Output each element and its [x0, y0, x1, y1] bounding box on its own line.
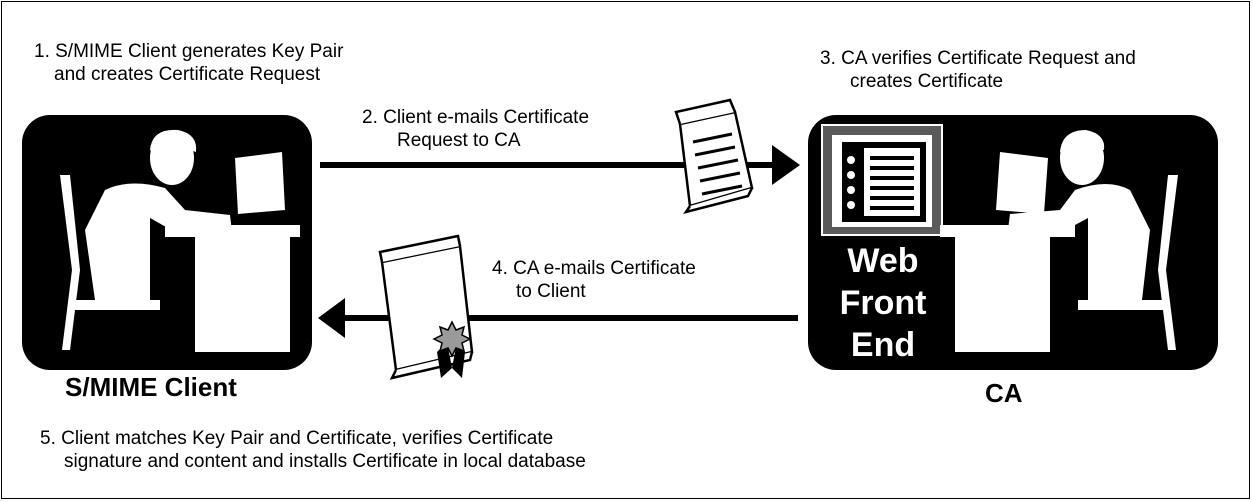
request-arrow [320, 145, 800, 185]
step1-label: 1. S/MIME Client generates Key Pair and … [34, 41, 344, 85]
step4-label: 4. CA e-mails Certificate to Client [492, 258, 696, 302]
certificate-arrow [318, 298, 798, 338]
client-monitor [235, 152, 285, 214]
step5-label: 5. Client matches Key Pair and Certifica… [40, 428, 586, 472]
client-person-body [85, 183, 232, 300]
ca-person-hair [1060, 130, 1105, 160]
client-person-hair [150, 129, 197, 158]
seal-icon [432, 320, 472, 358]
certificate-document [378, 234, 474, 380]
ca-label: CA [985, 378, 1023, 408]
client-desk [165, 225, 300, 237]
web-front-end-label: Web Front End [839, 242, 927, 364]
ca-panel [808, 115, 1218, 370]
client-panel [22, 115, 312, 370]
ca-desk [940, 225, 1075, 237]
step2-label: 2. Client e-mails Certificate Request to… [362, 107, 590, 151]
step3-label: 3. CA verifies Certificate Request and c… [820, 48, 1136, 92]
ca-monitor [996, 152, 1048, 214]
certificate-request-document [674, 98, 754, 215]
client-label: S/MIME Client [65, 372, 237, 402]
